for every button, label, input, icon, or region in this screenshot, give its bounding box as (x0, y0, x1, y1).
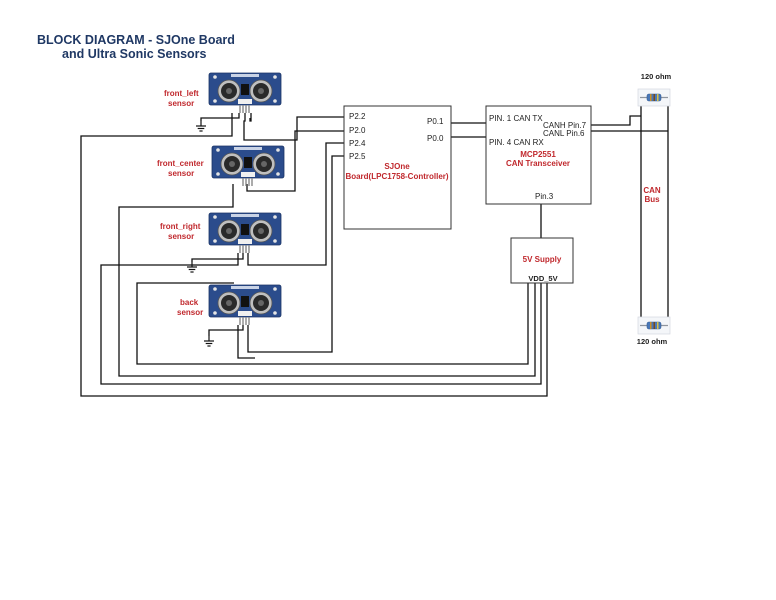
pin-canl: CANL Pin.6 (543, 129, 585, 138)
can-bus-label-line1: CAN (643, 186, 661, 195)
sensor-name-line1: front_right (160, 222, 201, 231)
can-bus-label-line2: Bus (644, 195, 660, 204)
diagram-title-line1: BLOCK DIAGRAM - SJOne Board (37, 33, 235, 47)
sensor-name-line1: front_left (164, 89, 199, 98)
ground-icon (195, 120, 207, 132)
supply-pin: VDD_5V (528, 274, 557, 283)
sensor-name-line2: sensor (168, 99, 194, 108)
front-left-sensor: front_left sensor (164, 72, 282, 132)
pin-can-rx: PIN. 4 CAN RX (489, 138, 544, 147)
diagram-title-line2: and Ultra Sonic Sensors (62, 47, 207, 61)
sjone-name-line2: Board(LPC1758-Controller) (345, 172, 448, 181)
pin-can-tx: PIN. 1 CAN TX (489, 114, 543, 123)
resistor-top-label: 120 ohm (641, 72, 672, 81)
sensor-name-line2: sensor (168, 169, 194, 178)
sensor-name-line2: sensor (177, 308, 203, 317)
pin-p2-2: P2.2 (349, 112, 366, 121)
power-supply: 5V Supply VDD_5V (510, 237, 574, 284)
supply-name: 5V Supply (523, 255, 562, 264)
sjone-name-line1: SJOne (384, 162, 410, 171)
ultrasonic-sensor-icon (208, 212, 282, 254)
pin-p0-0: P0.0 (427, 134, 444, 143)
pin-canh: CANH Pin.7 (543, 121, 587, 130)
sjone-board: P2.2 P2.0 P2.4 P2.5 P0.1 P0.0 SJOne Boar… (343, 105, 452, 230)
ground-icon (186, 261, 198, 273)
sensor-name-line1: back (180, 298, 199, 307)
can-transceiver: PIN. 1 CAN TX PIN. 4 CAN RX CANH Pin.7 C… (485, 105, 592, 205)
can-bus: 120 ohm CAN Bus 120 ohm (637, 72, 672, 346)
sensor-name-line2: sensor (168, 232, 194, 241)
resistor-bottom-label: 120 ohm (637, 337, 668, 346)
ultrasonic-sensor-icon (211, 145, 285, 187)
pin-p2-4: P2.4 (349, 139, 366, 148)
ultrasonic-sensor-icon (208, 72, 282, 114)
pin-p2-5: P2.5 (349, 152, 366, 161)
ground-icon (203, 335, 215, 347)
ultrasonic-sensor-icon (208, 284, 282, 326)
transceiver-name-line2: CAN Transceiver (506, 159, 570, 168)
transceiver-name-line1: MCP2551 (520, 150, 556, 159)
back-sensor: back sensor (177, 284, 282, 347)
sensor-name-line1: front_center (157, 159, 204, 168)
resistor-icon (637, 316, 671, 335)
front-center-sensor: front_center sensor (157, 145, 285, 187)
pin-p0-1: P0.1 (427, 117, 444, 126)
pin-3: Pin.3 (535, 192, 554, 201)
resistor-icon (637, 88, 671, 107)
front-right-sensor: front_right sensor (160, 212, 282, 273)
pin-p2-0: P2.0 (349, 126, 366, 135)
wiring (80, 106, 669, 397)
